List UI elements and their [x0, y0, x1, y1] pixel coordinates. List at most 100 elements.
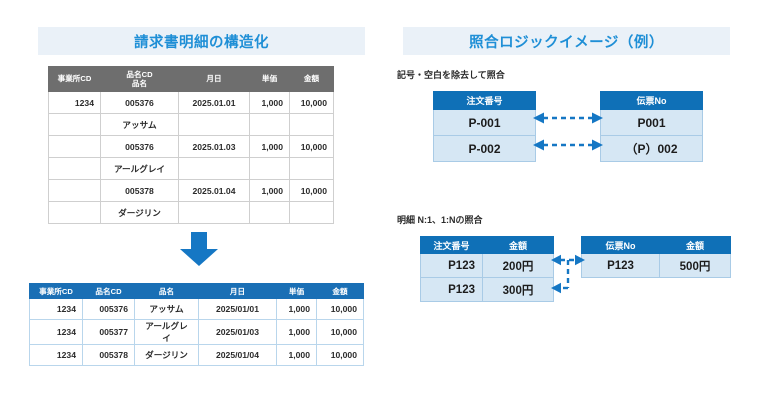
cell-item-cd: 005377	[82, 319, 135, 345]
table-row: 005376 2025.01.03 1,000 10,000	[48, 135, 334, 158]
order-number-table: 注文番号 P-001 P-002	[433, 91, 536, 162]
cell-date: 2025.01.03	[178, 135, 250, 158]
raw-invoice-detail-table: 事業所CD 品名CD 品名 月日 単価 金額 1234 0	[48, 66, 334, 224]
column-header-date: 月日	[198, 283, 277, 299]
cell-office-cd	[48, 201, 101, 224]
table-header-row: 事業所CD 品名CD 品名 月日 単価 金額	[29, 283, 364, 299]
cell-amount: 10,000	[316, 319, 364, 345]
cell-date: 2025/01/01	[198, 298, 277, 320]
cell-unit-price: 1,000	[276, 344, 317, 366]
cell-item-name: アールグレイ	[100, 157, 179, 180]
table-header-row: 伝票No 金額	[581, 236, 731, 254]
cell-slip-number: P123	[581, 253, 660, 278]
column-header-unit-price: 単価	[249, 66, 290, 92]
column-header-item-cd-name: 品名CD 品名	[100, 66, 179, 92]
table-row: P123 300円	[420, 277, 554, 302]
table-row: アールグレイ	[48, 157, 334, 180]
table-row: 1234 005376 アッサム 2025/01/01 1,000 10,000	[29, 298, 364, 320]
cell-amount: 10,000	[289, 135, 334, 158]
column-header-amount: 金額	[659, 236, 731, 254]
cell-item-cd: 005376	[100, 135, 179, 158]
cell-slip-number: P001	[600, 109, 703, 136]
down-arrow-icon	[180, 232, 218, 266]
cell-amount: 500円	[659, 253, 731, 278]
table-header-row: 注文番号	[433, 91, 536, 110]
cell-unit-price: 1,000	[276, 298, 317, 320]
structured-invoice-detail-table: 事業所CD 品名CD 品名 月日 単価 金額 1234 005376 アッサム …	[29, 283, 364, 366]
match-connector-symbol-removal	[533, 112, 603, 151]
cell-office-cd	[48, 157, 101, 180]
cell-unit-price: 1,000	[249, 135, 290, 158]
table-row: ダージリン	[48, 201, 334, 224]
cell-office-cd	[48, 135, 101, 158]
cell-date	[178, 201, 250, 224]
table-header-row: 伝票No	[600, 91, 703, 110]
table-row: 1234 005377 アールグレイ 2025/01/03 1,000 10,0…	[29, 319, 364, 345]
cell-unit-price	[249, 201, 290, 224]
table-row: アッサム	[48, 113, 334, 136]
table-row: P123 500円	[581, 253, 731, 278]
column-header-slip-number: 伝票No	[581, 236, 660, 254]
cell-date: 2025/01/04	[198, 344, 277, 366]
slip-amount-table: 伝票No 金額 P123 500円	[581, 236, 731, 278]
cell-date: 2025/01/03	[198, 319, 277, 345]
cell-unit-price: 1,000	[249, 91, 290, 114]
cell-item-cd: 005378	[100, 179, 179, 202]
cell-office-cd	[48, 113, 101, 136]
cell-order-number: P-002	[433, 135, 536, 162]
cell-amount: 10,000	[289, 179, 334, 202]
cell-slip-number: （P）002	[600, 135, 703, 162]
right-panel-title: 照合ロジックイメージ（例）	[469, 34, 664, 51]
column-header-order-number: 注文番号	[433, 91, 536, 110]
cell-item-name: ダージリン	[134, 344, 199, 366]
column-header-slip-number: 伝票No	[600, 91, 703, 110]
cell-item-cd: 005376	[100, 91, 179, 114]
table-row: P123 200円	[420, 253, 554, 278]
cell-unit-price: 1,000	[249, 179, 290, 202]
match-connector-n-to-one	[551, 254, 585, 294]
table-row: P-001	[433, 109, 536, 136]
cell-amount	[289, 157, 334, 180]
column-header-amount: 金額	[289, 66, 334, 92]
column-header-unit-price: 単価	[276, 283, 317, 299]
table-header-row: 注文番号 金額	[420, 236, 554, 254]
diagram-label-n-to-one: 明細 N:1、1:Nの照合	[397, 215, 483, 225]
table-row: P-002	[433, 135, 536, 162]
slip-number-table: 伝票No P001 （P）002	[600, 91, 703, 162]
cell-amount: 10,000	[316, 344, 364, 366]
cell-amount: 10,000	[316, 298, 364, 320]
cell-office-cd: 1234	[29, 319, 83, 345]
cell-unit-price	[249, 113, 290, 136]
table-row: 1234 005378 ダージリン 2025/01/04 1,000 10,00…	[29, 344, 364, 366]
cell-amount	[289, 201, 334, 224]
cell-unit-price	[249, 157, 290, 180]
cell-item-cd: 005378	[82, 344, 135, 366]
order-amount-table: 注文番号 金額 P123 200円 P123 300円	[420, 236, 554, 302]
column-header-amount: 金額	[482, 236, 554, 254]
table-row: 1234 005376 2025.01.01 1,000 10,000	[48, 91, 334, 114]
column-header-item-name: 品名	[134, 283, 199, 299]
cell-item-name: ダージリン	[100, 201, 179, 224]
cell-date	[178, 157, 250, 180]
column-header-order-number: 注文番号	[420, 236, 483, 254]
cell-item-name: アッサム	[100, 113, 179, 136]
diagram-label-symbol-removal: 記号・空白を除去して照合	[397, 70, 505, 80]
cell-date: 2025.01.04	[178, 179, 250, 202]
cell-office-cd: 1234	[29, 298, 83, 320]
cell-date: 2025.01.01	[178, 91, 250, 114]
table-row: 005378 2025.01.04 1,000 10,000	[48, 179, 334, 202]
cell-order-number: P123	[420, 277, 483, 302]
column-header-office-cd: 事業所CD	[29, 283, 83, 299]
cell-item-name: アッサム	[134, 298, 199, 320]
cell-amount: 10,000	[289, 91, 334, 114]
cell-item-name: アールグレイ	[134, 319, 199, 345]
cell-order-number: P123	[420, 253, 483, 278]
table-row: （P）002	[600, 135, 703, 162]
cell-unit-price: 1,000	[276, 319, 317, 345]
cell-amount: 300円	[482, 277, 554, 302]
table-header-row: 事業所CD 品名CD 品名 月日 単価 金額	[48, 66, 334, 92]
left-panel-title: 請求書明細の構造化	[134, 34, 269, 51]
cell-office-cd	[48, 179, 101, 202]
cell-office-cd: 1234	[29, 344, 83, 366]
